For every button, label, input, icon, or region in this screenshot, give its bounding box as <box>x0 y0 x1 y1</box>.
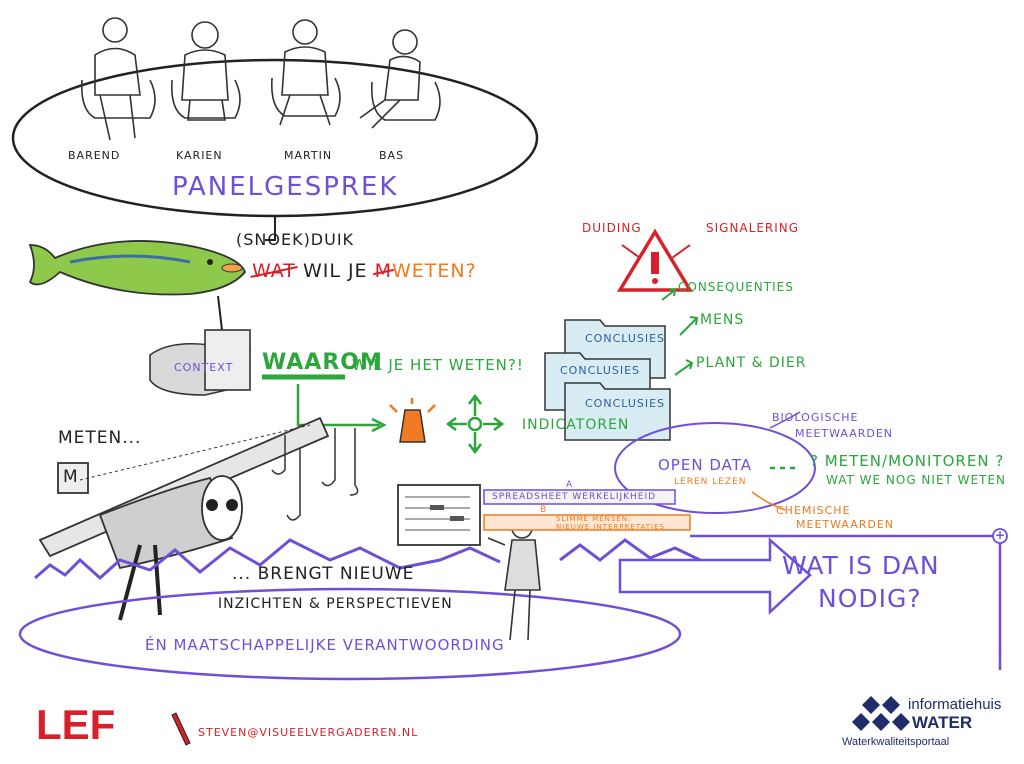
dive-question: WAT WIL JE MWETEN? <box>252 262 477 281</box>
warning-duiding: DUIDING <box>582 221 642 235</box>
ground-ellipse <box>18 587 682 681</box>
skyline-left <box>34 538 501 581</box>
slimme-marker-b: B <box>540 505 548 515</box>
chemische-line2: MEETWAARDEN <box>796 518 895 531</box>
panel-name-martin: MARTIN <box>284 149 333 162</box>
meten-label: METEN... <box>58 428 142 448</box>
chemische-line1: CHEMISCHE <box>776 504 851 517</box>
panel-person-martin <box>270 19 341 126</box>
waarom-rest: WIL JE HET WETEN?! <box>352 356 524 374</box>
brand-waterkwaliteitsportaal: Waterkwaliteitsportaal <box>842 736 950 748</box>
open-data-ellipse <box>614 422 816 514</box>
telescope-drawing <box>38 416 359 621</box>
open-data-title: OPEN DATA <box>658 456 752 474</box>
dive-question-end: WETEN? <box>392 260 477 282</box>
skyline-right <box>559 538 701 562</box>
panel-name-karien: KARIEN <box>176 149 223 162</box>
panel-person-barend <box>80 17 156 141</box>
biologische-line1: BIOLOGISCHE <box>772 411 859 424</box>
conclusies-folders-drawing <box>544 319 671 441</box>
conclusies-label-1: CONCLUSIES <box>585 332 666 345</box>
biologische-line2: MEETWAARDEN <box>795 427 894 440</box>
slimme-label-2: NIEUWE INTERPRETATIES <box>556 523 665 531</box>
conclusies-label-2: CONCLUSIES <box>560 364 641 377</box>
spreadsheet-board-drawing <box>397 484 481 546</box>
big-arrow-wat-is-dan <box>618 537 812 615</box>
dive-prefix: (SNOEK)DUIK <box>236 230 355 249</box>
dive-question-mid: WIL JE <box>302 260 368 282</box>
pen-icon <box>171 712 191 746</box>
panel-name-barend: BAREND <box>68 149 121 162</box>
pike-fish-drawing <box>28 240 247 296</box>
slimme-label-1: SLIMME MENSEN: <box>556 515 632 523</box>
brand-water: WATER <box>912 713 973 732</box>
spreadsheet-label: SPREADSHEET WERKELIJKHEID <box>492 492 657 502</box>
meten-monitoren-line2: WAT WE NOG NIET WETEN <box>826 473 1007 487</box>
panel-person-bas <box>359 29 441 129</box>
conclusies-label-3: CONCLUSIES <box>585 397 666 410</box>
informatiehuis-logo-icon <box>852 696 910 731</box>
waarom-big: WAAROM <box>262 350 383 375</box>
plus-marker: + <box>995 528 1007 542</box>
meten-monitoren-line1: ? METEN/MONITOREN ? <box>810 452 1005 470</box>
siren-icon <box>389 398 436 443</box>
dive-question-strike-wat: WAT <box>252 260 296 282</box>
spreadsheet-marker-a: A <box>566 480 574 490</box>
four-way-arrow-icon <box>445 393 505 455</box>
warning-triangle-icon <box>616 228 694 292</box>
wat-is-dan-line2: NODIG? <box>818 584 922 613</box>
context-hand-drawing <box>149 329 251 396</box>
plant-dier-label: PLANT & DIER <box>696 355 807 371</box>
wat-is-dan-line1: WAT IS DAN <box>782 551 940 580</box>
presenter-woman-drawing <box>487 517 541 641</box>
panel-title: PANELGESPREK <box>172 172 399 202</box>
brengt-line3: ÉN MAATSCHAPPELIJKE VERANTWOORDING <box>145 636 505 654</box>
email-address: STEVEN@VISUEELVERGADEREN.NL <box>198 726 419 739</box>
consequenties-label: CONSEQUENTIES <box>678 280 794 294</box>
lef-logo: LEF <box>36 701 116 748</box>
warning-signalering: SIGNALERING <box>706 221 800 235</box>
context-label: CONTEXT <box>174 361 234 374</box>
brand-informatiehuis: informatiehuis <box>908 696 1002 713</box>
brengt-line1: ... BRENGT NIEUWE <box>232 564 415 584</box>
dive-question-strike-m: M <box>374 260 393 282</box>
panel-name-bas: BAS <box>379 149 405 162</box>
open-data-sub: LEREN LEZEN <box>674 477 747 487</box>
indicatoren-label: INDICATOREN <box>522 417 630 433</box>
panel-person-karien <box>170 21 241 121</box>
mens-label: MENS <box>700 312 745 328</box>
brengt-line2: INZICHTEN & PERSPECTIEVEN <box>218 596 453 612</box>
m-box-letter: M <box>63 467 79 487</box>
